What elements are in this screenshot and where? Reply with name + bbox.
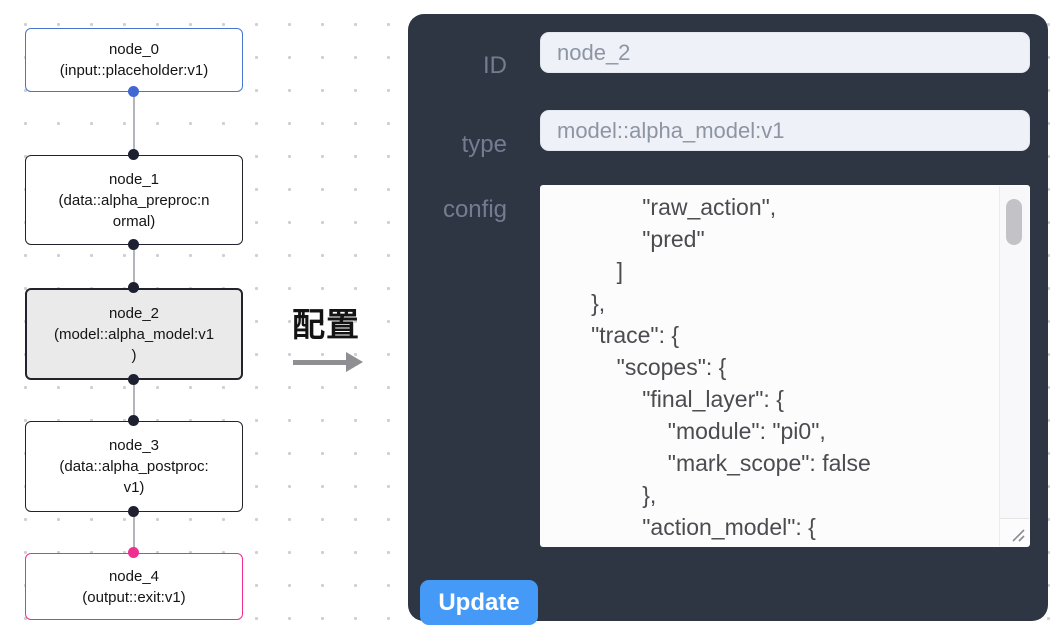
update-button[interactable]: Update <box>420 580 538 625</box>
node-0-title: node_0 <box>108 41 160 58</box>
config-resize-handle[interactable] <box>1000 518 1029 546</box>
config-annotation-label: 配置 <box>292 306 360 343</box>
node-config-panel: ID type config "raw_action", "pred" ] },… <box>408 14 1048 625</box>
node-3-target-handle[interactable] <box>128 415 139 426</box>
id-field-label: ID <box>483 52 507 79</box>
node-4-title: node_4 <box>108 567 160 585</box>
edge-node1-node2 <box>133 245 135 289</box>
node-2-target-handle[interactable] <box>128 282 139 293</box>
node-1-title: node_1 <box>108 170 160 188</box>
node-0-source-handle[interactable] <box>128 86 139 97</box>
node-1[interactable]: node_1 (data::alpha_preproc:n ormal) <box>25 155 243 245</box>
edge-node2-node3 <box>133 380 135 421</box>
resize-grip-icon <box>1012 529 1025 542</box>
edge-node0-node1 <box>133 92 135 156</box>
node-4-target-handle[interactable] <box>128 547 139 558</box>
node-2-title: node_2 <box>108 304 160 322</box>
node-1-source-handle[interactable] <box>128 239 139 250</box>
node-0-subtitle: (input::placeholder:v1) <box>59 62 209 79</box>
node-1-target-handle[interactable] <box>128 149 139 160</box>
node-0[interactable]: node_0 (input::placeholder:v1) <box>25 28 243 92</box>
type-input[interactable] <box>540 110 1030 151</box>
config-annotation: 配置 <box>292 298 382 372</box>
node-2[interactable]: node_2 (model::alpha_model:v1 ) <box>25 288 243 380</box>
config-editor[interactable]: "raw_action", "pred" ] }, "trace": { "sc… <box>540 185 1030 547</box>
node-3-source-handle[interactable] <box>128 506 139 517</box>
node-4[interactable]: node_4 (output::exit:v1) <box>25 553 243 620</box>
node-4-subtitle: (output::exit:v1) <box>82 588 186 606</box>
config-field-label: config <box>442 196 507 223</box>
node-1-subtitle: (data::alpha_preproc:n ormal) <box>58 191 210 230</box>
node-3-title: node_3 <box>108 437 160 454</box>
node-2-source-handle[interactable] <box>128 374 139 385</box>
node-3-subtitle: (data::alpha_postproc: v1) <box>59 458 209 496</box>
config-scrollbar[interactable] <box>999 186 1029 546</box>
right-arrow-icon <box>292 352 382 372</box>
type-field-label: type <box>461 131 507 158</box>
config-json-text: "raw_action", "pred" ] }, "trace": { "sc… <box>591 194 871 540</box>
id-input[interactable] <box>540 32 1030 73</box>
edge-node3-node4 <box>133 512 135 553</box>
config-scrollbar-thumb[interactable] <box>1006 199 1022 245</box>
node-3[interactable]: node_3 (data::alpha_postproc: v1) <box>25 421 243 512</box>
node-2-subtitle: (model::alpha_model:v1 ) <box>53 325 215 364</box>
